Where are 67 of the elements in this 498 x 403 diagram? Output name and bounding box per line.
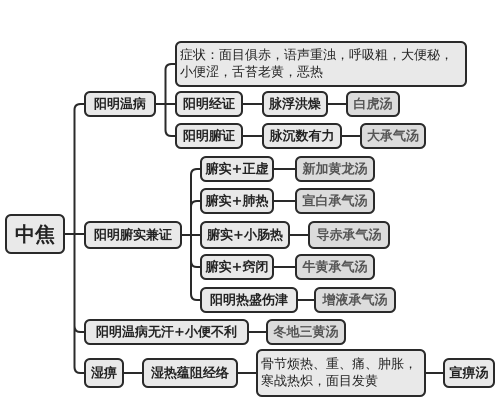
topic-text: 阳明腑证 [183,128,235,144]
topic-text: 骨节烦热、重、痛、肿胀，寒战热炽，面目发黄 [261,356,418,390]
connector-line [156,103,175,137]
topic-text: 宣白承气汤 [302,192,368,210]
connector-line [426,372,443,374]
connector-line [238,372,256,374]
topic-box [175,123,243,149]
topic-text: 症状：面目俱赤，语声重浊，呼吸粗，大便秘，小便涩，舌苔老黄，恶热 [180,47,454,81]
topic-text: 阳明温病 [94,96,146,112]
topic-box [200,287,298,313]
topic-box [256,349,426,397]
connector-line [249,331,266,333]
topic-box [175,91,243,117]
topic-box [314,287,396,313]
connector-line [274,200,295,202]
topic-box [295,156,375,182]
topic-box [84,221,182,249]
topic-box [266,319,346,345]
topic-text: 阳明经证 [183,96,235,112]
topic-text: 宣痹汤 [450,364,488,382]
topic-text: 中焦 [15,222,55,246]
topic-text: 阳明温病无汗+小便不利 [96,324,237,340]
topic-box [262,123,342,149]
topic-box [84,319,249,345]
topic-text: 湿痹 [91,364,117,382]
topic-box [142,358,238,388]
topic-text: 白虎汤 [354,96,392,112]
topic-box [346,91,400,117]
topic-text: 新加黄龙汤 [302,160,368,178]
connector-line [243,135,262,137]
topic-box [295,254,375,280]
topic-box [175,41,467,87]
topic-box [443,358,495,388]
connector-line [298,299,314,301]
topic-text: 腑实+肺热 [206,192,268,210]
topic-box [5,214,65,254]
topic-box [84,91,156,117]
topic-box [360,123,426,149]
topic-box [200,254,274,280]
topic-text: 腑实+正虚 [206,160,268,178]
connector-line [274,266,295,268]
topic-box [200,188,274,214]
connector-line [328,103,346,105]
topic-text: 阳明腑实兼证 [94,226,172,244]
topic-text: 湿热蕴阻经络 [151,364,229,382]
topic-text: 阳明热盛伤津 [210,292,288,308]
connector-line [124,372,142,374]
connector-line [274,168,295,170]
topic-text: 导赤承气汤 [316,226,382,244]
topic-box [200,221,290,249]
topic-box [295,188,375,214]
topic-box [200,156,274,182]
topic-text: 腑实+小肠热 [207,226,283,244]
connector-line [290,234,308,236]
topic-text: 冬地三黄汤 [274,324,338,340]
topic-text: 大承气汤 [367,128,419,144]
connector-line [243,103,262,105]
topic-text: 牛黄承气汤 [302,258,368,276]
topic-box [308,221,390,249]
topic-text: 脉浮洪燥 [269,96,321,112]
topic-text: 增液承气汤 [322,292,388,308]
connector-line [342,135,360,137]
connector-line [182,234,200,301]
topic-text: 腑实+窍闭 [206,258,268,276]
topic-text: 脉沉数有力 [270,128,334,144]
topic-box [262,91,328,117]
topic-box [84,358,124,388]
